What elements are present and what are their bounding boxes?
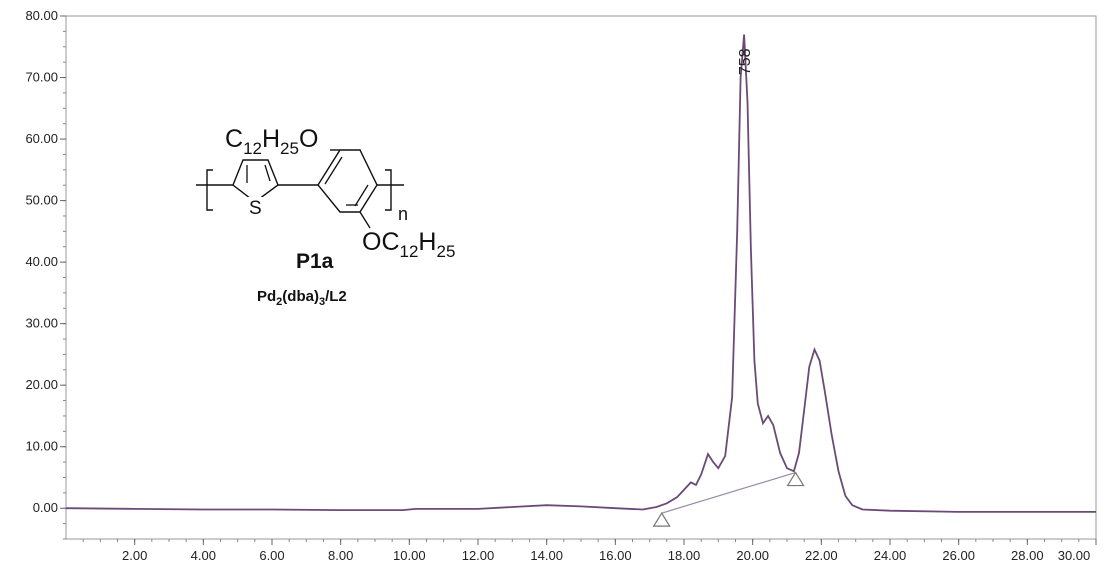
benzene-double-bond-2 bbox=[354, 184, 369, 207]
x-tick-label: 28.00 bbox=[1011, 548, 1044, 563]
x-tick-label: 6.00 bbox=[259, 548, 284, 563]
polymer-structure: C12H25O S n bbox=[196, 125, 455, 308]
x-tick-label: 26.00 bbox=[942, 548, 975, 563]
peak-label: 758 bbox=[737, 48, 754, 75]
y-axis-ticks: 80.00 70.00 60.00 50.00 40.00 30.00 20.00 10.00… bbox=[25, 8, 66, 515]
bottom-oxygen-bond bbox=[359, 211, 371, 229]
benzene-double-bond-1 bbox=[324, 156, 343, 185]
plot-frame bbox=[65, 15, 1097, 540]
peak-annotations: 758 bbox=[737, 48, 754, 75]
repeat-unit-n: n bbox=[398, 204, 408, 224]
left-bracket bbox=[206, 169, 213, 211]
structure-bottom-substituent: OC12H25 bbox=[362, 228, 455, 261]
x-tick-label: 18.00 bbox=[668, 548, 701, 563]
compound-name: P1a bbox=[296, 250, 334, 273]
x-tick-label: 8.00 bbox=[328, 548, 353, 563]
peak-marker-triangle bbox=[652, 512, 671, 527]
x-tick-label: 4.00 bbox=[191, 548, 216, 563]
x-tick-label: 10.00 bbox=[393, 548, 426, 563]
right-bracket bbox=[385, 169, 392, 211]
thiophene-double-bond-2 bbox=[264, 164, 271, 182]
series-line-trace bbox=[65, 34, 1096, 513]
y-tick-label: 60.00 bbox=[25, 131, 58, 146]
catalyst-label: Pd2(dba)3/L2 bbox=[257, 288, 347, 308]
integration-baseline bbox=[661, 471, 796, 514]
x-tick-label: 2.00 bbox=[122, 548, 147, 563]
x-tick-label: 12.00 bbox=[462, 548, 495, 563]
x-tick-label: 30.00 bbox=[1058, 548, 1091, 563]
peak-marker-triangle bbox=[786, 471, 805, 487]
y-tick-label: 40.00 bbox=[25, 254, 58, 269]
peak-markers bbox=[652, 471, 805, 527]
y-tick-label: 70.00 bbox=[25, 70, 58, 85]
x-tick-label: 20.00 bbox=[736, 548, 769, 563]
y-tick-label: 80.00 bbox=[25, 8, 58, 23]
structure-top-substituent: C12H25O bbox=[225, 125, 318, 158]
y-tick-label: 20.00 bbox=[25, 377, 58, 392]
x-axis-ticks: 2.00 4.00 6.00 8.00 10.00 12.00 14.00 16.00 18.0… bbox=[122, 539, 1097, 563]
y-tick-label: 30.00 bbox=[25, 316, 58, 331]
y-tick-label: 50.00 bbox=[25, 193, 58, 208]
x-tick-label: 16.00 bbox=[599, 548, 632, 563]
x-tick-label: 14.00 bbox=[530, 548, 563, 563]
y-tick-label: 0.00 bbox=[33, 500, 58, 515]
y-tick-label: 10.00 bbox=[25, 439, 58, 454]
x-tick-label: 24.00 bbox=[874, 548, 907, 563]
x-tick-label: 22.00 bbox=[805, 548, 838, 563]
sulfur-mask bbox=[247, 197, 263, 217]
sulfur-label: S bbox=[249, 198, 262, 219]
thiophene-ring bbox=[232, 159, 279, 203]
